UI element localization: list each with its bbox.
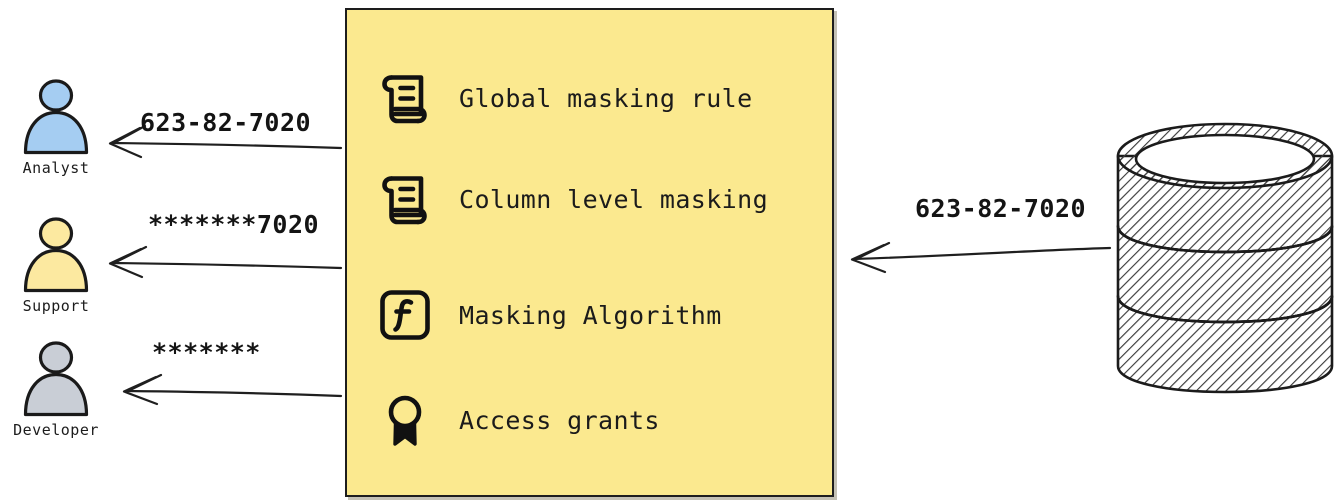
masking-card: Global masking rule Column level masking <box>345 8 834 497</box>
actor-analyst: Analyst <box>0 78 112 177</box>
scroll-icon <box>382 75 427 124</box>
card-row[interactable]: Column level masking <box>377 167 768 231</box>
flow-value-support: *******7020 <box>148 210 320 239</box>
person-icon <box>23 217 89 293</box>
database-cylinder-icon <box>1116 122 1334 394</box>
card-row-label: Masking Algorithm <box>459 300 722 330</box>
card-row[interactable]: Global masking rule <box>377 66 753 130</box>
scroll-icon <box>382 176 427 225</box>
flow-value-database: 623-82-7020 <box>915 194 1087 223</box>
actor-label: Developer <box>13 421 99 439</box>
card-row-label: Global masking rule <box>459 83 753 113</box>
card-row[interactable]: Masking Algorithm <box>377 283 722 347</box>
actor-label: Support <box>22 297 90 315</box>
actor-developer: Developer <box>0 340 112 439</box>
arrow-to-developer <box>122 373 343 406</box>
arrow-to-support <box>108 245 343 279</box>
card-row[interactable]: Access grants <box>377 388 660 452</box>
card-row-label: Column level masking <box>459 184 769 214</box>
actor-support: Support <box>0 216 112 315</box>
function-box-icon <box>380 290 430 340</box>
person-icon <box>23 79 89 155</box>
arrow-database-to-card <box>850 241 1112 274</box>
flow-value-developer: ******* <box>152 338 261 367</box>
person-icon <box>23 341 89 417</box>
arrow-to-analyst <box>108 124 343 159</box>
award-ribbon-icon <box>388 395 422 446</box>
actor-label: Analyst <box>22 159 90 177</box>
flow-value-analyst: 623-82-7020 <box>140 108 312 137</box>
card-row-label: Access grants <box>459 405 660 435</box>
